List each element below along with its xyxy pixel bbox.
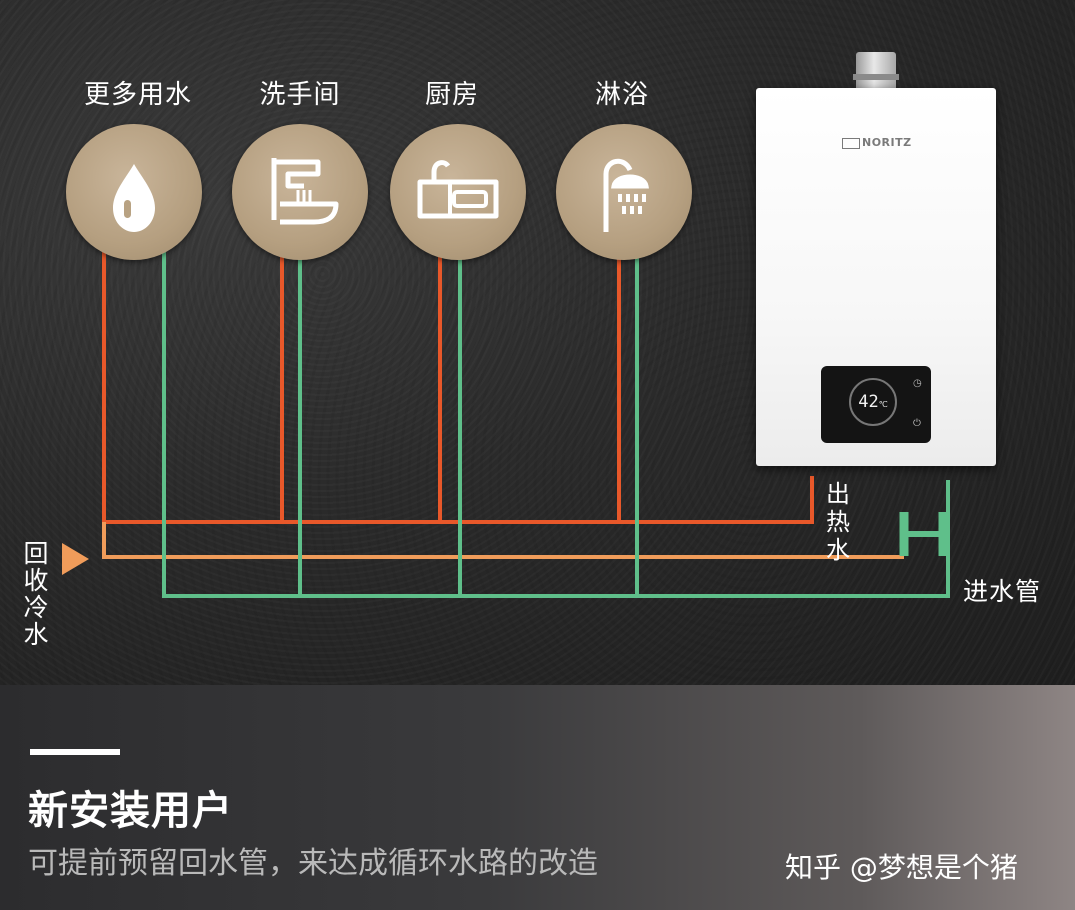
shower-head-icon	[603, 158, 649, 232]
caption-subtitle: 可提前预留回水管，来达成循环水路的改造	[28, 846, 598, 881]
inlet-pipes	[162, 250, 950, 598]
fixture-circle-more-water	[66, 124, 202, 260]
fixture-label-more-water: 更多用水	[83, 80, 193, 110]
caption-background	[0, 685, 1075, 910]
washbasin-faucet-icon	[271, 158, 339, 225]
timer-icon[interactable]: ◷	[913, 378, 922, 389]
kitchen-sink-icon	[417, 160, 499, 219]
return-arrow-icon	[62, 543, 89, 575]
inlet-main-pipe	[162, 250, 950, 598]
watermark: 知乎 @梦想是个猪	[785, 851, 1018, 884]
hot-out-label: 出热水	[826, 480, 850, 564]
heater-control-panel[interactable]: 42℃ ◷ ⏻	[821, 366, 931, 443]
fixture-circle-shower	[556, 124, 692, 260]
fixture-circle-washroom	[232, 124, 368, 260]
return-cold-water-label: 回收冷水	[23, 539, 49, 649]
fixture-label-kitchen: 厨房	[424, 80, 480, 110]
fixture-label-washroom: 洗手间	[259, 80, 341, 110]
caption-accent-line	[30, 749, 120, 755]
temperature-dial[interactable]: 42℃	[849, 378, 897, 426]
return-pipe	[102, 522, 904, 559]
bypass-valve	[899, 512, 948, 556]
caption-title: 新安装用户	[28, 788, 233, 834]
fixture-label-shower: 淋浴	[594, 80, 650, 110]
pipe-network	[62, 250, 950, 598]
heater-brand-label: NORITZ	[842, 136, 912, 149]
water-drop-icon	[113, 164, 155, 232]
temperature-display: 42℃	[858, 392, 888, 412]
brand-logo-icon	[842, 137, 860, 149]
power-icon[interactable]: ⏻	[913, 418, 921, 429]
fixture-circle-kitchen	[390, 124, 526, 260]
inlet-pipe-label: 进水管	[962, 577, 1042, 606]
heater-flue-pipe	[853, 52, 899, 90]
